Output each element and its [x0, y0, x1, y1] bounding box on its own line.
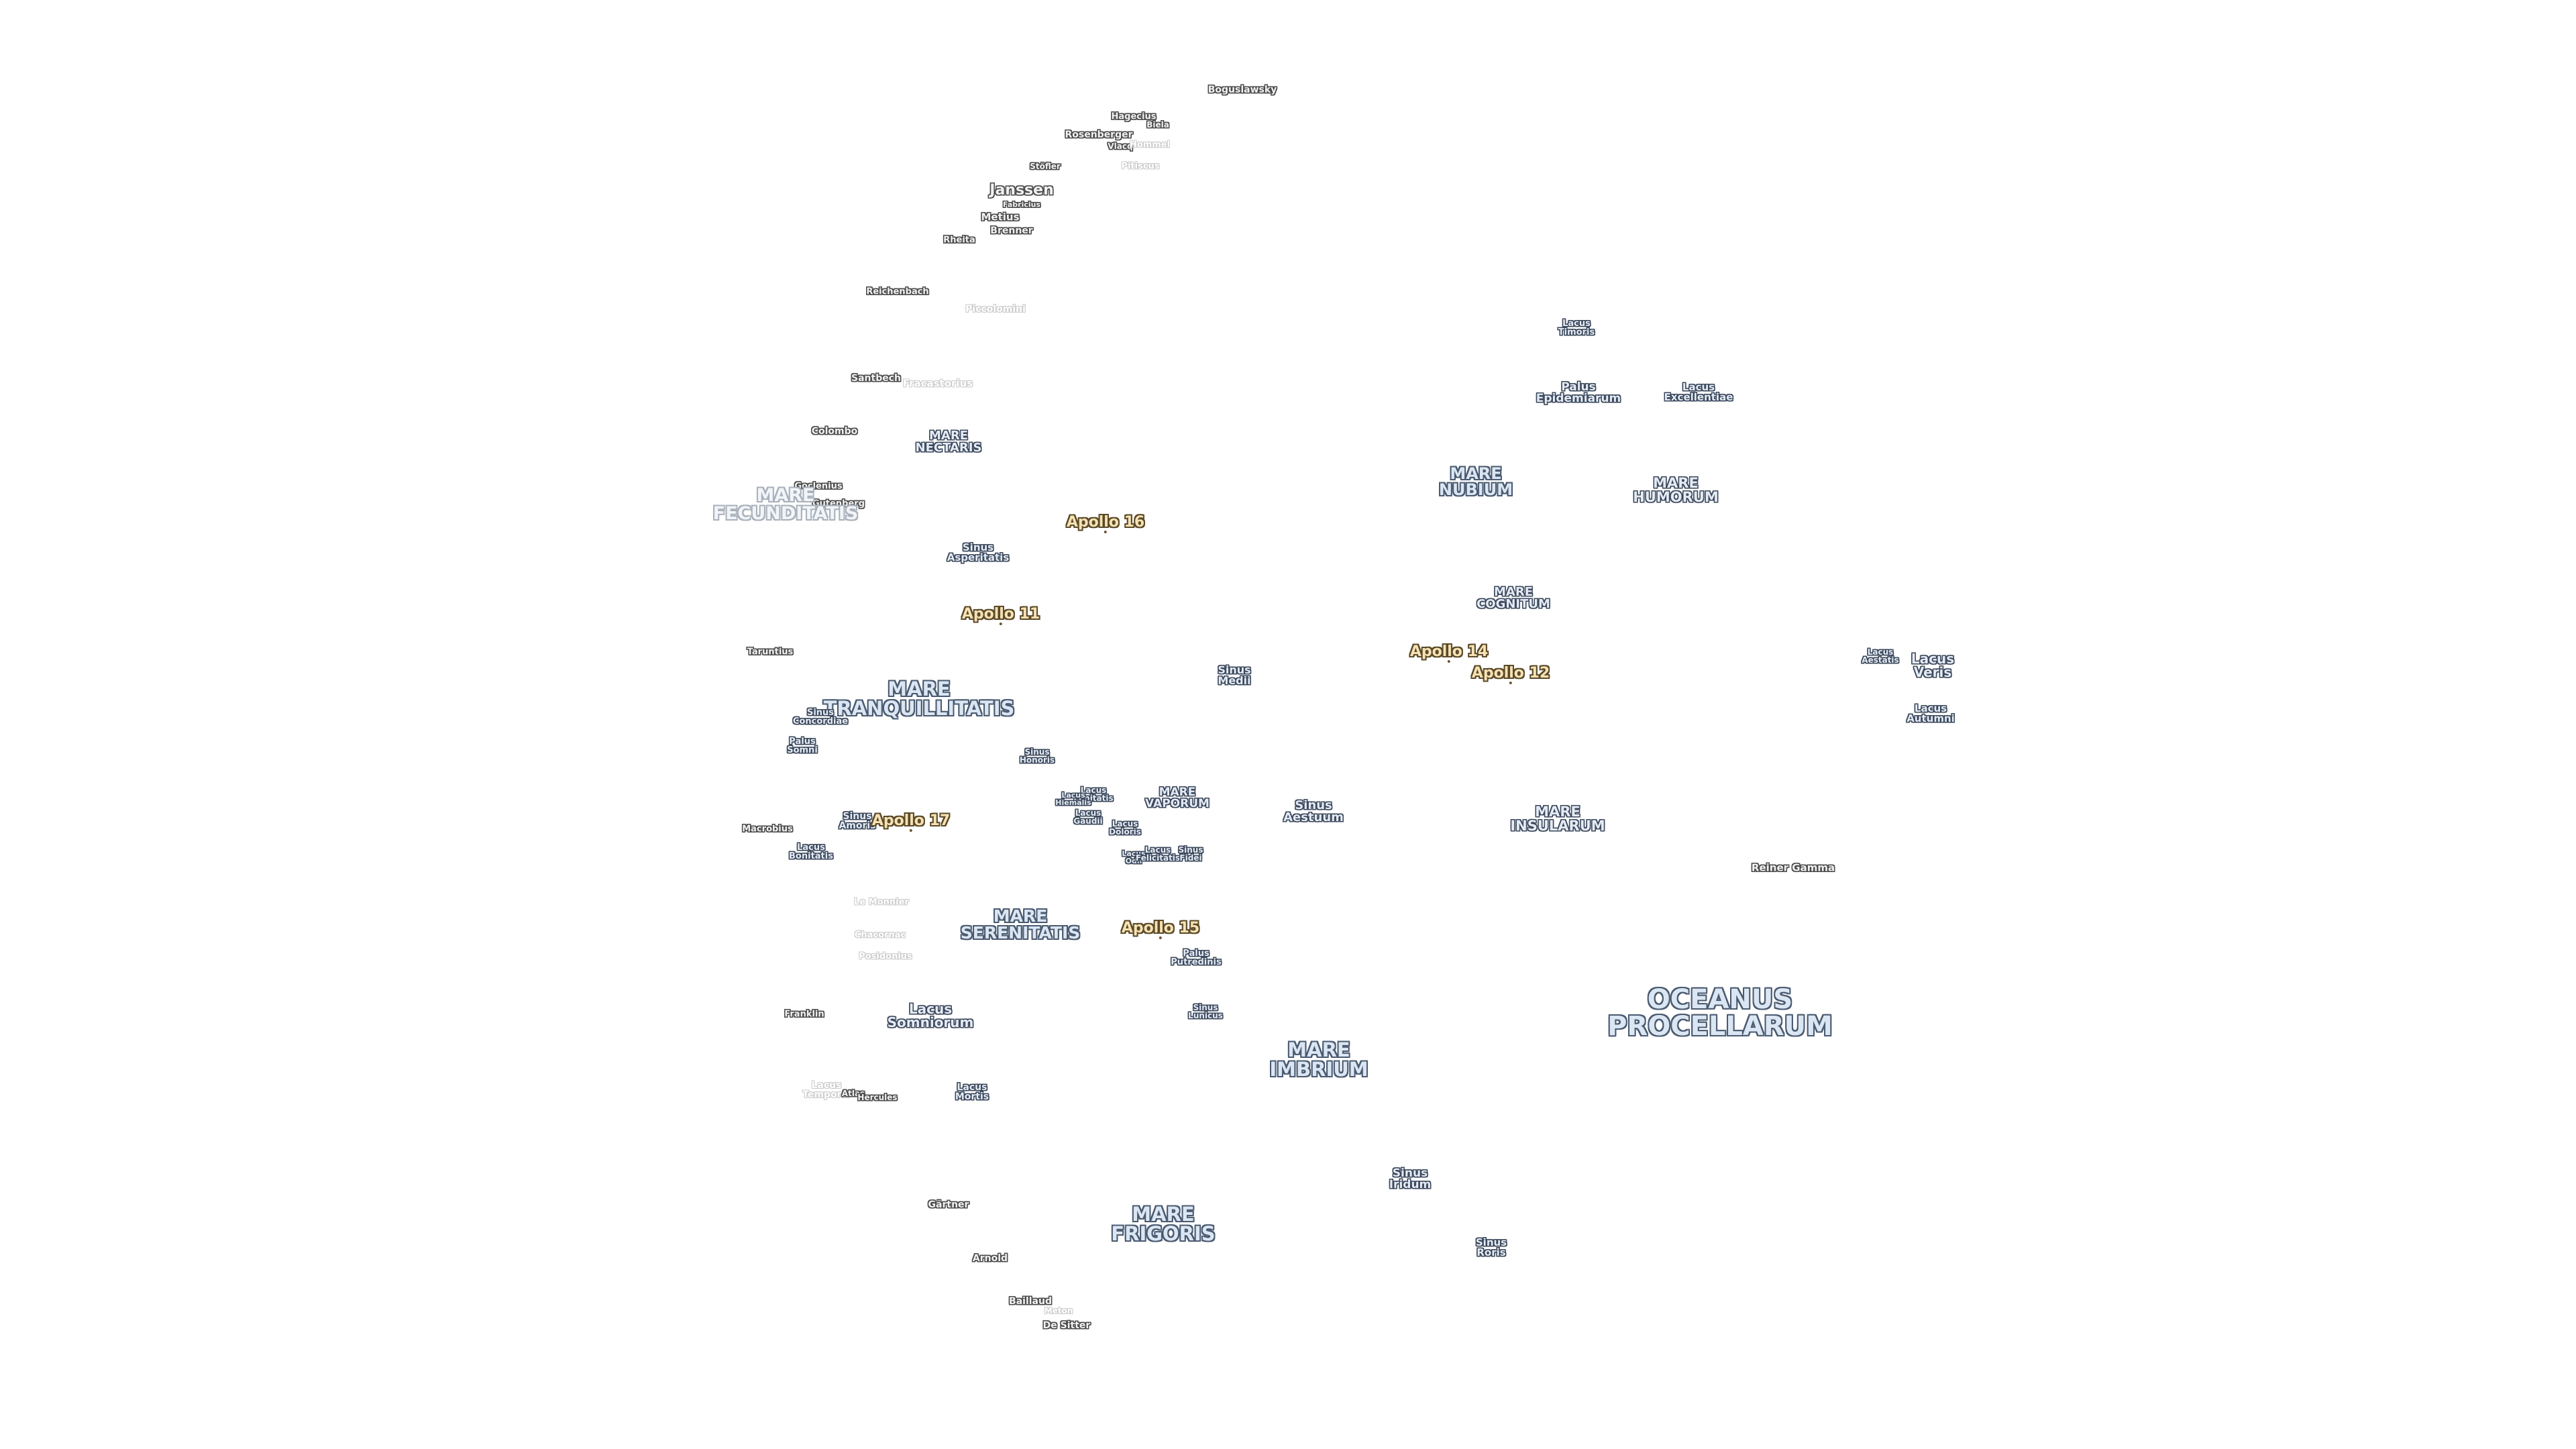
- landing-site-marker: [999, 623, 1002, 625]
- label-posidonius: Posidonius: [859, 951, 912, 962]
- label-gutenberg: Gutenberg: [812, 498, 865, 509]
- label-hagecius: Hagecius: [1111, 111, 1157, 122]
- label-reiner-gamma: Reiner Gamma: [1751, 861, 1835, 874]
- landing-site-marker: [1159, 936, 1162, 939]
- label-baillaud: Baillaud: [1009, 1296, 1052, 1307]
- landing-site-marker: [909, 829, 912, 832]
- label-apollo-17: Apollo 17: [872, 814, 950, 832]
- label-colombo: Colombo: [811, 426, 858, 437]
- landing-site-marker: [1447, 660, 1450, 663]
- label-apollo-11: Apollo 11: [962, 607, 1040, 625]
- label-apollo-14: Apollo 14: [1410, 645, 1488, 663]
- label-rheita: Rheita: [943, 235, 975, 246]
- label-meton: Meton: [1044, 1306, 1073, 1316]
- label-fracastorius: Fracastorius: [902, 377, 973, 390]
- label-rosenberger: Rosenberger: [1065, 129, 1133, 140]
- label-macrobius: Macrobius: [742, 824, 793, 835]
- label-arnold: Arnold: [972, 1253, 1008, 1264]
- landing-site-marker: [1104, 531, 1107, 533]
- label-apollo-15: Apollo 15: [1122, 921, 1199, 939]
- label-apollo-16: Apollo 16: [1067, 515, 1144, 533]
- label-goclenius: Goclenius: [794, 481, 843, 492]
- label-atlas: Atlas: [841, 1089, 865, 1098]
- label-janssen: Janssen: [989, 182, 1054, 199]
- label-le-monnier: Le Monnier: [854, 897, 909, 908]
- label-reichenbach: Reichenbach: [866, 286, 929, 297]
- label-de-sitter: De Sitter: [1042, 1320, 1091, 1331]
- landing-site-marker: [1509, 682, 1512, 684]
- label-franklin: Franklin: [784, 1009, 824, 1020]
- label-boguslawsky: Boguslawsky: [1208, 85, 1277, 95]
- label-piccolomini: Piccolomini: [965, 304, 1026, 315]
- label-pitiscus: Pitiscus: [1121, 161, 1160, 172]
- label-gartner: Gärtner: [928, 1199, 969, 1210]
- label-metius: Metius: [981, 211, 1020, 223]
- label-brenner: Brenner: [990, 225, 1033, 236]
- label-hommel: Hommel: [1129, 140, 1171, 150]
- label-santbech: Santbech: [851, 373, 901, 384]
- label-fabricius: Fabricius: [1002, 200, 1041, 209]
- label-chacornac: Chacornac: [854, 930, 906, 941]
- label-stofler: Stöfler: [1030, 162, 1061, 171]
- label-taruntius: Taruntius: [747, 647, 794, 657]
- label-biela: Biela: [1146, 120, 1169, 129]
- label-vlacq: Vlacq: [1108, 142, 1133, 151]
- label-hercules: Hercules: [857, 1093, 898, 1102]
- label-apollo-12: Apollo 12: [1472, 666, 1550, 684]
